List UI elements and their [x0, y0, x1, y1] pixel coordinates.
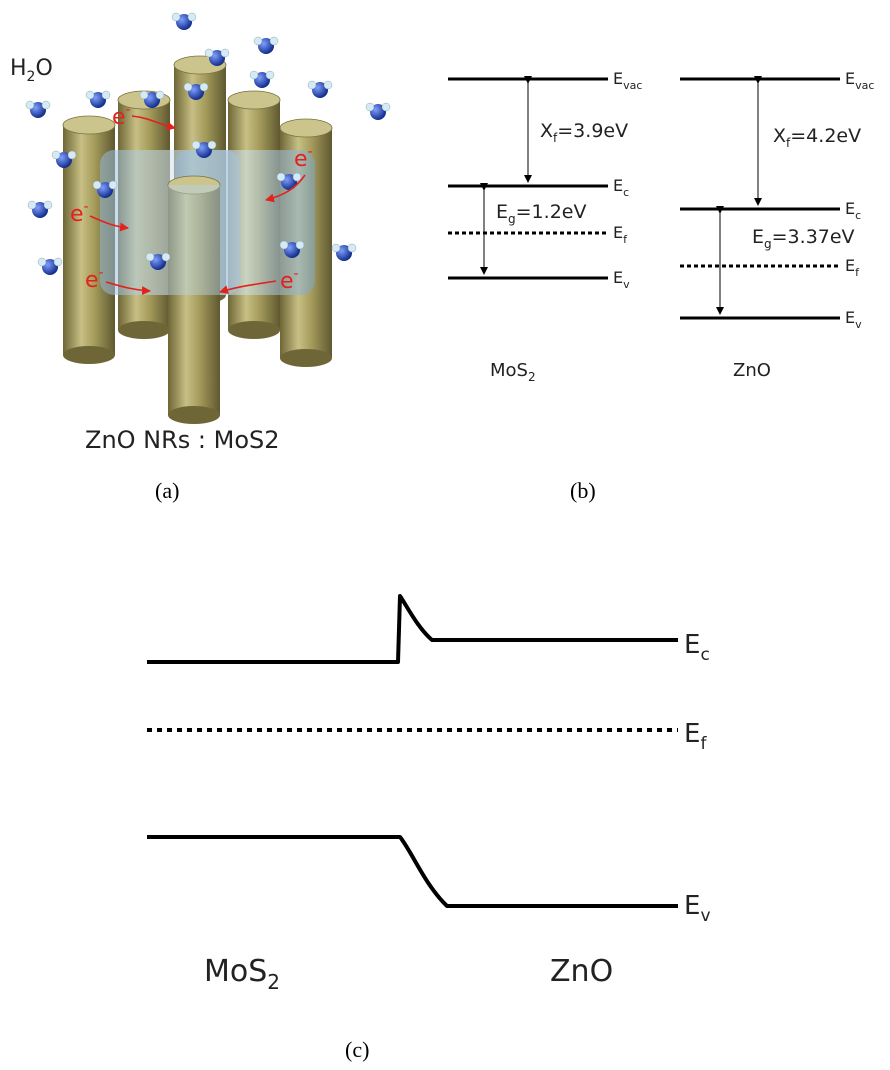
- mos2-bandgap-value: Eg=1.2eV: [496, 201, 586, 226]
- water-molecule: [249, 70, 275, 89]
- panel-a-nanorod-illustration: H2O e- e- e- e- e- ZnO NRs : MoS2: [10, 12, 391, 454]
- water-molecule: [37, 257, 63, 276]
- electron-label: e-: [294, 144, 313, 172]
- mos2-ec-label: Ec: [613, 176, 629, 199]
- water-molecule: [331, 243, 357, 262]
- zno-ef-label: Ef: [845, 256, 860, 279]
- zno-bandgap-value: Eg=3.37eV: [752, 226, 855, 251]
- zno-ev-label: Ev: [845, 308, 862, 331]
- zno-side-label: ZnO: [550, 954, 613, 989]
- electron-transfer-arrow: [89, 215, 129, 232]
- electron-transfer-arrow: [131, 115, 176, 131]
- zno-name-label: ZnO: [733, 360, 771, 381]
- mos2-evac-label: Evac: [613, 69, 642, 92]
- ef-label: Ef: [684, 719, 707, 754]
- water-molecule: [365, 102, 391, 121]
- panel-b-caption: (b): [570, 478, 596, 503]
- electron-transfer-arrow: [105, 281, 151, 296]
- water-molecule: [27, 200, 53, 219]
- structure-label: ZnO NRs : MoS2: [85, 426, 280, 454]
- electron-transfer-arrow: [265, 174, 306, 203]
- zno-electron-affinity-value: Xf=4.2eV: [773, 125, 861, 150]
- ec-label: Ec: [684, 630, 710, 665]
- water-label: H2O: [10, 56, 53, 85]
- mos2-side-label: MoS2: [204, 954, 280, 994]
- mos2-shell: [168, 185, 220, 295]
- panel-c-heterojunction-diagram: Ec Ef Ev MoS2 ZnO: [147, 594, 711, 994]
- mos2-ev-label: Ev: [613, 268, 630, 291]
- water-molecule: [253, 36, 279, 55]
- panel-a-caption: (a): [155, 478, 179, 503]
- valence-band-edge: [147, 835, 678, 908]
- ev-label: Ev: [684, 891, 711, 926]
- mos2-ef-label: Ef: [613, 223, 628, 246]
- panel-b-band-diagram: Evac Ec Ef Ev Xf=3.9eV Eg=1.2eV MoS2 Eva…: [448, 69, 874, 384]
- zno-ec-label: Ec: [845, 199, 861, 222]
- water-molecule: [85, 90, 111, 109]
- water-molecule: [307, 80, 333, 99]
- electron-label: e-: [112, 102, 131, 130]
- electron-transfer-arrow: [219, 280, 277, 295]
- electron-label: e-: [280, 266, 299, 294]
- panel-c-caption: (c): [345, 1037, 369, 1062]
- water-molecule: [25, 100, 51, 119]
- conduction-band-edge: [147, 594, 678, 664]
- water-molecule: [171, 12, 197, 31]
- electron-label: e-: [85, 265, 104, 293]
- electron-label: e-: [70, 199, 89, 227]
- mos2-electron-affinity-value: Xf=3.9eV: [540, 120, 628, 145]
- mos2-name-label: MoS2: [490, 360, 536, 384]
- zno-evac-label: Evac: [845, 69, 874, 92]
